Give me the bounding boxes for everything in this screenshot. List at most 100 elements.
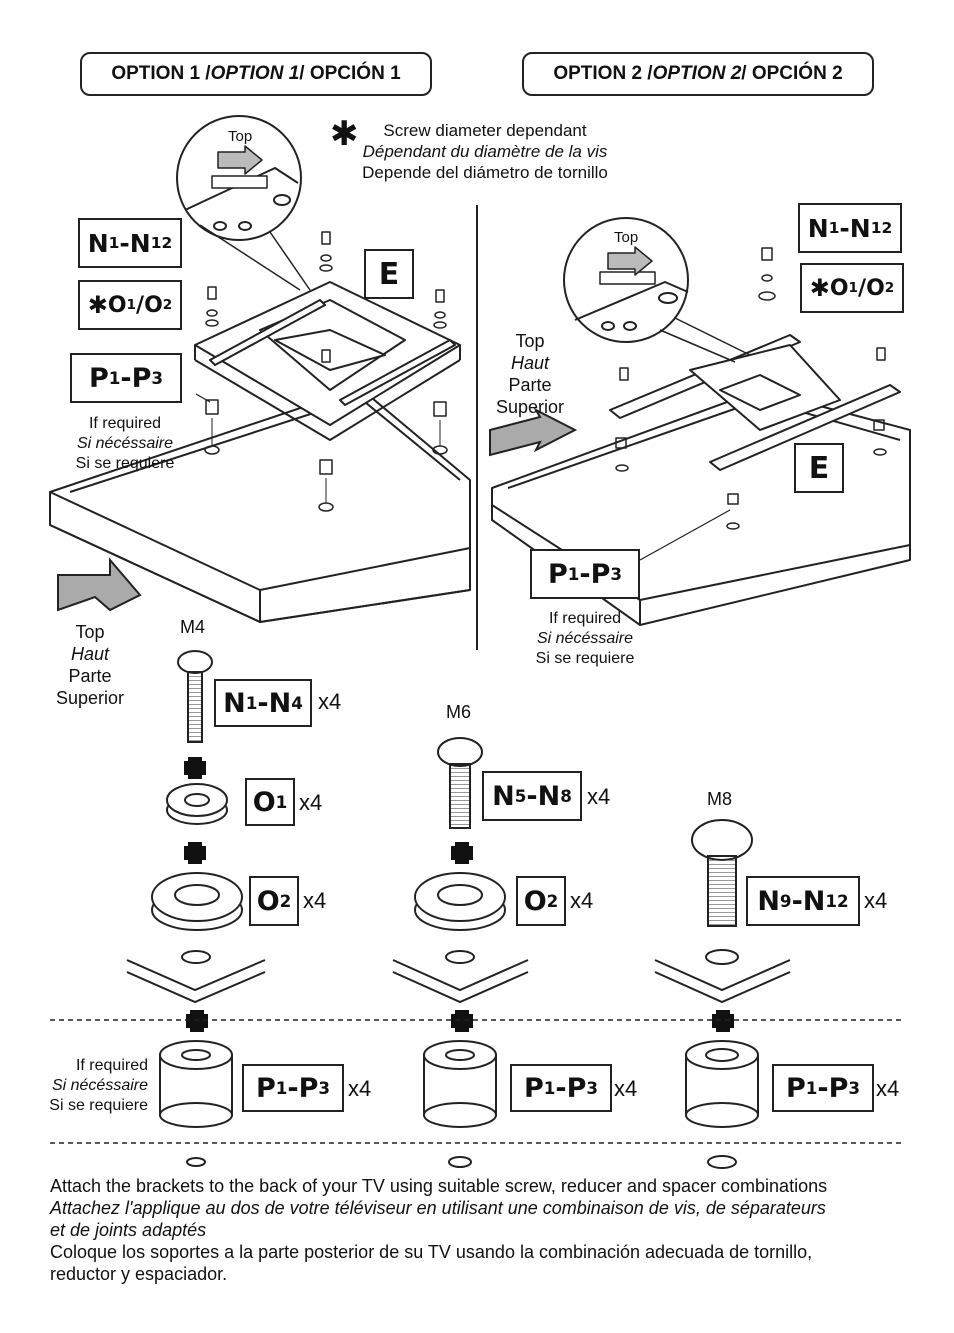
option-1-es: / OPCIÓN 1 <box>299 63 401 84</box>
lbl-sub: 2 <box>884 280 895 296</box>
if-required-en: If required <box>548 610 622 627</box>
lbl-part: -N <box>257 687 292 719</box>
option-2-header: OPTION 2 / OPTION 2 / OPCIÓN 2 <box>522 52 874 96</box>
lbl-part: N <box>223 687 246 719</box>
lbl-part: O <box>829 275 849 301</box>
lbl-part: N <box>492 780 515 812</box>
if-required-en: If required <box>75 1057 148 1074</box>
if-required-right: If required Si nécéssaire Si se requiere <box>520 609 650 669</box>
lbl-sub: 1 <box>567 564 580 584</box>
size-m8: M8 <box>707 789 733 809</box>
lbl-sub: 3 <box>318 1078 331 1098</box>
screw-note: Screw diameter dependant Dépendant du di… <box>335 120 635 183</box>
lbl-part: -P <box>120 362 152 394</box>
lbl-part: -P <box>287 1072 319 1104</box>
lbl-part: P <box>255 1072 276 1104</box>
option-1-header: OPTION 1 / OPTION 1 / OPCIÓN 1 <box>80 52 432 96</box>
size-m6: M6 <box>446 702 472 722</box>
lbl-sub: 3 <box>586 1078 599 1098</box>
lbl-part: /O <box>858 275 885 301</box>
if-required-es: Si se requiere <box>49 1097 148 1114</box>
lbl-part: O <box>523 885 547 917</box>
lbl-sub: 12 <box>870 219 893 237</box>
instructions: Attach the brackets to the back of your … <box>50 1175 930 1285</box>
qty-n9-n12: x4 <box>864 888 888 913</box>
lbl-part: /O <box>136 292 163 318</box>
svg-text:✱: ✱ <box>330 114 359 154</box>
option-1-en: OPTION 1 / <box>111 63 211 84</box>
lbl-sub: 1 <box>848 280 859 296</box>
if-required-bottom: If required Si nécéssaire Si se requiere <box>20 1056 148 1116</box>
size-m4: M4 <box>180 617 206 637</box>
lbl-part: N <box>807 213 829 243</box>
option-2-es: / OPCIÓN 2 <box>741 63 843 84</box>
direction-fr: Haut <box>510 353 550 373</box>
lbl-part: -N <box>839 213 871 243</box>
instructions-fr-1: Attachez l'applique au dos de votre télé… <box>50 1198 826 1218</box>
lbl-part: O <box>256 885 280 917</box>
direction-es: Parte <box>508 375 552 395</box>
qty-n1-n4: x4 <box>318 689 342 714</box>
qty-n5-n8: x4 <box>587 784 611 809</box>
direction-en: Top <box>515 331 545 351</box>
label-e-left: E <box>364 249 414 299</box>
lbl-sub: 3 <box>610 564 623 584</box>
if-required-left: If required Si nécéssaire Si se requiere <box>60 414 190 474</box>
lbl-sub: 1 <box>828 219 840 237</box>
direction-es2: Superior <box>55 688 125 708</box>
lbl-sub: 1 <box>126 297 137 313</box>
lbl-sub: 1 <box>275 792 288 812</box>
lbl-sub: 1 <box>543 1078 556 1098</box>
if-required-en: If required <box>88 415 162 432</box>
lbl-sub: 1 <box>805 1078 818 1098</box>
callout-top-label-left: Top <box>228 128 253 145</box>
screw-note-fr: Dépendant du diamètre de la vis <box>362 142 608 161</box>
lbl-sub: 3 <box>151 368 164 388</box>
direction-fr: Haut <box>70 644 110 664</box>
if-required-es: Si se requiere <box>75 455 175 472</box>
instructions-fr-2: et de joints adaptés <box>50 1220 207 1240</box>
lbl-sub: 8 <box>560 786 572 806</box>
direction-es: Parte <box>68 666 112 686</box>
lbl-part: -P <box>555 1072 587 1104</box>
direction-en: Top <box>75 622 105 642</box>
screw-note-en: Screw diameter dependant <box>383 121 587 140</box>
lbl-part: P <box>547 558 568 590</box>
qty-p1-p3-a: x4 <box>348 1076 372 1101</box>
lbl-sub: 3 <box>848 1078 861 1098</box>
lbl-part: P <box>785 1072 806 1104</box>
lbl-sub: 1 <box>108 368 121 388</box>
lbl-part: -N <box>119 228 151 258</box>
lbl-part: N <box>87 228 109 258</box>
option-1-fr: OPTION 1 <box>210 63 300 84</box>
option-2-fr: OPTION 2 <box>652 63 742 84</box>
qty-p1-p3-c: x4 <box>876 1076 900 1101</box>
lbl-sub: 4 <box>291 693 303 713</box>
lbl-part: P <box>523 1072 544 1104</box>
if-required-es: Si se requiere <box>535 650 635 667</box>
instructions-en: Attach the brackets to the back of your … <box>50 1176 828 1196</box>
lbl-sub: 2 <box>546 891 559 911</box>
direction-label-left: Top Haut Parte Superior <box>40 621 140 709</box>
qty-o2-left: x4 <box>303 888 327 913</box>
option-2-en: OPTION 2 / <box>553 63 653 84</box>
asterisk-icon: ✱ <box>809 274 830 302</box>
if-required-fr: Si nécéssaire <box>76 435 174 452</box>
instructions-es-2: reductor y espaciador. <box>50 1264 228 1284</box>
lbl-part: -P <box>579 558 611 590</box>
qty-o2-mid: x4 <box>570 888 594 913</box>
lbl-sub: 2 <box>162 297 173 313</box>
lbl-part: O <box>252 786 276 818</box>
direction-label-right: Top Haut Parte Superior <box>480 330 580 418</box>
lbl-sub: 1 <box>108 234 120 252</box>
callout-top-label-right: Top <box>614 229 639 246</box>
